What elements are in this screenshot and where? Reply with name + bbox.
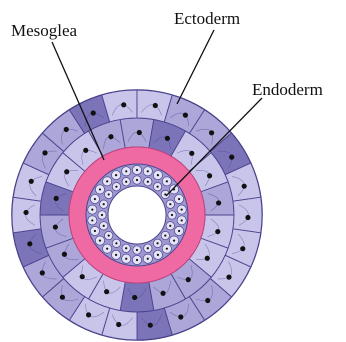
ectoderm-nucleus	[148, 323, 153, 328]
ectoderm-nucleus	[153, 103, 158, 108]
endoderm-nucleus	[136, 249, 138, 251]
endoderm-nucleus	[99, 188, 101, 190]
ectoderm-nucleus	[60, 295, 65, 300]
endoderm-nucleus	[178, 230, 180, 232]
ectoderm-nucleus	[23, 210, 28, 215]
ectoderm-nucleus	[86, 312, 91, 317]
ectoderm-nucleus	[29, 179, 34, 184]
endoderm-nucleus	[115, 186, 117, 188]
endoderm-nucleus	[101, 214, 103, 216]
endoderm-nucleus	[94, 198, 96, 200]
endoderm-nucleus	[125, 247, 127, 249]
endoderm-nucleus	[169, 203, 171, 205]
ectoderm-nucleus	[160, 291, 165, 296]
ectoderm-nucleus	[189, 151, 194, 156]
endoderm-nucleus	[115, 174, 117, 176]
endoderm-nucleus	[108, 193, 110, 195]
endoderm-nucleus	[136, 179, 138, 181]
endoderm-nucleus	[156, 186, 158, 188]
ectoderm-nucleus	[186, 277, 191, 282]
endoderm-nucleus	[166, 248, 168, 250]
endoderm-nucleus	[136, 169, 138, 171]
lumen	[108, 186, 166, 244]
ectoderm-nucleus	[91, 110, 96, 115]
ectoderm-nucleus	[116, 322, 121, 327]
ectoderm-nucleus	[42, 150, 47, 155]
ectoderm-nucleus	[27, 241, 32, 246]
ectoderm-nucleus	[240, 246, 245, 251]
endoderm-nucleus	[91, 219, 93, 221]
ectoderm-nucleus	[40, 270, 45, 275]
endoderm-nucleus	[125, 170, 127, 172]
endoderm-nucleus	[115, 254, 117, 256]
endoderm-nucleus	[108, 234, 110, 236]
endoderm-nucleus	[147, 247, 149, 249]
ectoderm-nucleus	[205, 256, 210, 261]
ectoderm-label: Ectoderm	[174, 9, 240, 28]
ectoderm-nucleus	[64, 169, 69, 174]
endoderm-nucleus	[157, 174, 159, 176]
endoderm-nucleus	[99, 239, 101, 241]
ectoderm-leader-line	[177, 30, 214, 104]
endoderm-nucleus	[166, 180, 168, 182]
ectoderm-nucleus	[207, 173, 212, 178]
ectoderm-nucleus	[83, 148, 88, 153]
ectoderm-nucleus	[205, 298, 210, 303]
ectoderm-nucleus	[216, 200, 221, 205]
ectoderm-nucleus	[80, 274, 85, 279]
mesoglea-label: Mesoglea	[11, 21, 78, 40]
ectoderm-nucleus	[54, 196, 59, 201]
endoderm-nucleus	[171, 214, 173, 216]
endoderm-nucleus	[125, 181, 127, 183]
endoderm-nucleus	[136, 259, 138, 261]
endoderm-nucleus	[181, 219, 183, 221]
endoderm-layer	[86, 164, 188, 266]
ectoderm-nucleus	[242, 184, 247, 189]
ectoderm-nucleus	[121, 102, 126, 107]
ectoderm-nucleus	[104, 289, 109, 294]
ectoderm-nucleus	[229, 155, 234, 160]
ectoderm-nucleus	[132, 295, 137, 300]
ectoderm-nucleus	[108, 134, 113, 139]
endoderm-nucleus	[178, 198, 180, 200]
endoderm-nucleus	[106, 248, 108, 250]
endoderm-nucleus	[147, 170, 149, 172]
endoderm-nucleus	[164, 234, 166, 236]
endoderm-nucleus	[125, 258, 127, 260]
endoderm-label: Endoderm	[252, 80, 323, 99]
endoderm-nucleus	[147, 181, 149, 183]
ectoderm-nucleus	[209, 130, 214, 135]
ectoderm-nucleus	[226, 275, 231, 280]
endoderm-nucleus	[103, 225, 105, 227]
endoderm-nucleus	[94, 230, 96, 232]
endoderm-nucleus	[169, 225, 171, 227]
endoderm-nucleus	[147, 258, 149, 260]
endoderm-nucleus	[103, 203, 105, 205]
ectoderm-nucleus	[53, 224, 58, 229]
endoderm-nucleus	[91, 208, 93, 210]
endoderm-nucleus	[106, 180, 108, 182]
ectoderm-nucleus	[165, 136, 170, 141]
endoderm-nucleus	[156, 242, 158, 244]
endoderm-nucleus	[157, 254, 159, 256]
endoderm-nucleus	[115, 242, 117, 244]
ectoderm-nucleus	[64, 127, 69, 132]
ectoderm-nucleus	[62, 252, 67, 257]
ectoderm-nucleus	[245, 215, 250, 220]
ectoderm-nucleus	[137, 130, 142, 135]
ectoderm-nucleus	[178, 314, 183, 319]
endoderm-nucleus	[181, 208, 183, 210]
endoderm-nucleus	[173, 239, 175, 241]
ectoderm-nucleus	[183, 113, 188, 118]
ectoderm-nucleus	[215, 229, 220, 234]
